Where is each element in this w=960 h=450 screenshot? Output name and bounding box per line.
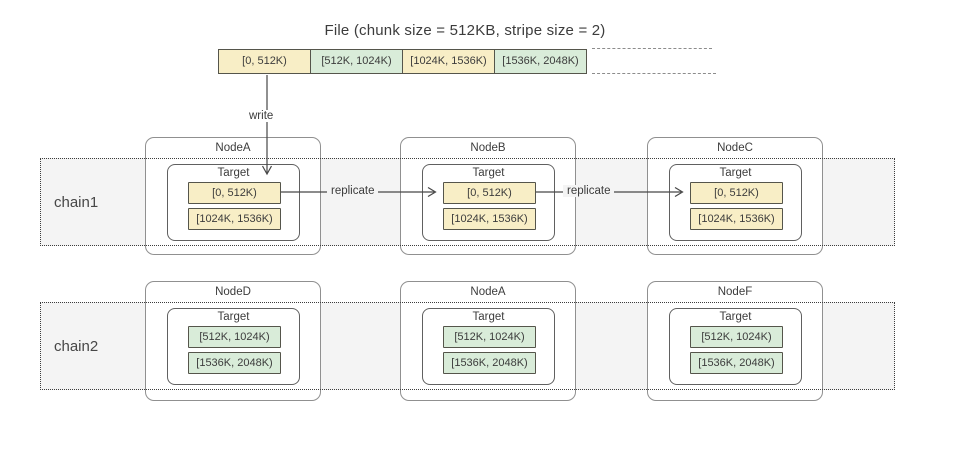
target-chunk: [512K, 1024K) [188, 326, 281, 348]
target-box: Target [512K, 1024K) [1536K, 2048K) [669, 308, 802, 385]
target-label: Target [217, 167, 250, 179]
node-box-chain1-nodec: NodeC Target [0, 512K) [1024K, 1536K) [647, 137, 823, 255]
target-chunk: [0, 512K) [690, 182, 783, 204]
chain2-label: chain2 [54, 338, 99, 355]
replicate-label-2: replicate [563, 185, 615, 197]
replicate-label-1: replicate [327, 185, 379, 197]
target-label: Target [472, 311, 505, 323]
file-chunk: [512K, 1024K) [310, 49, 403, 74]
node-box-chain1-nodea: NodeA Target [0, 512K) [1024K, 1536K) [145, 137, 321, 255]
diagram-title: File (chunk size = 512KB, stripe size = … [324, 22, 606, 39]
target-chunk: [512K, 1024K) [690, 326, 783, 348]
target-chunk: [0, 512K) [188, 182, 281, 204]
node-box-chain2-nodef: NodeF Target [512K, 1024K) [1536K, 2048K… [647, 281, 823, 401]
node-name: NodeD [215, 286, 251, 298]
write-label: write [245, 110, 278, 122]
target-label: Target [217, 311, 250, 323]
target-chunk: [1024K, 1536K) [188, 208, 281, 230]
node-name: NodeF [717, 286, 753, 298]
node-name: NodeC [717, 142, 753, 154]
file-chunk: [1536K, 2048K) [494, 49, 587, 74]
node-box-chain2-noded: NodeD Target [512K, 1024K) [1536K, 2048K… [145, 281, 321, 401]
target-box: Target [0, 512K) [1024K, 1536K) [422, 164, 555, 241]
target-chunk: [512K, 1024K) [443, 326, 536, 348]
target-chunk: [1536K, 2048K) [690, 352, 783, 374]
target-box: Target [512K, 1024K) [1536K, 2048K) [422, 308, 555, 385]
target-box: Target [0, 512K) [1024K, 1536K) [669, 164, 802, 241]
file-continuation-dash-bottom [592, 73, 716, 74]
node-box-chain2-nodea: NodeA Target [512K, 1024K) [1536K, 2048K… [400, 281, 576, 401]
target-box: Target [512K, 1024K) [1536K, 2048K) [167, 308, 300, 385]
target-label: Target [472, 167, 505, 179]
target-chunk: [1536K, 2048K) [443, 352, 536, 374]
node-name: NodeA [215, 142, 251, 154]
target-chunk: [1536K, 2048K) [188, 352, 281, 374]
file-chunk: [0, 512K) [218, 49, 311, 74]
node-name: NodeB [470, 142, 506, 154]
target-label: Target [719, 311, 752, 323]
target-label: Target [719, 167, 752, 179]
node-box-chain1-nodeb: NodeB Target [0, 512K) [1024K, 1536K) [400, 137, 576, 255]
chain1-label: chain1 [54, 194, 99, 211]
target-chunk: [1024K, 1536K) [443, 208, 536, 230]
target-chunk: [1024K, 1536K) [690, 208, 783, 230]
file-chunk: [1024K, 1536K) [402, 49, 495, 74]
node-name: NodeA [470, 286, 506, 298]
target-box: Target [0, 512K) [1024K, 1536K) [167, 164, 300, 241]
target-chunk: [0, 512K) [443, 182, 536, 204]
file-continuation-dash-top [592, 48, 712, 49]
file-chunk-bar: [0, 512K) [512K, 1024K) [1024K, 1536K) [… [218, 49, 587, 74]
